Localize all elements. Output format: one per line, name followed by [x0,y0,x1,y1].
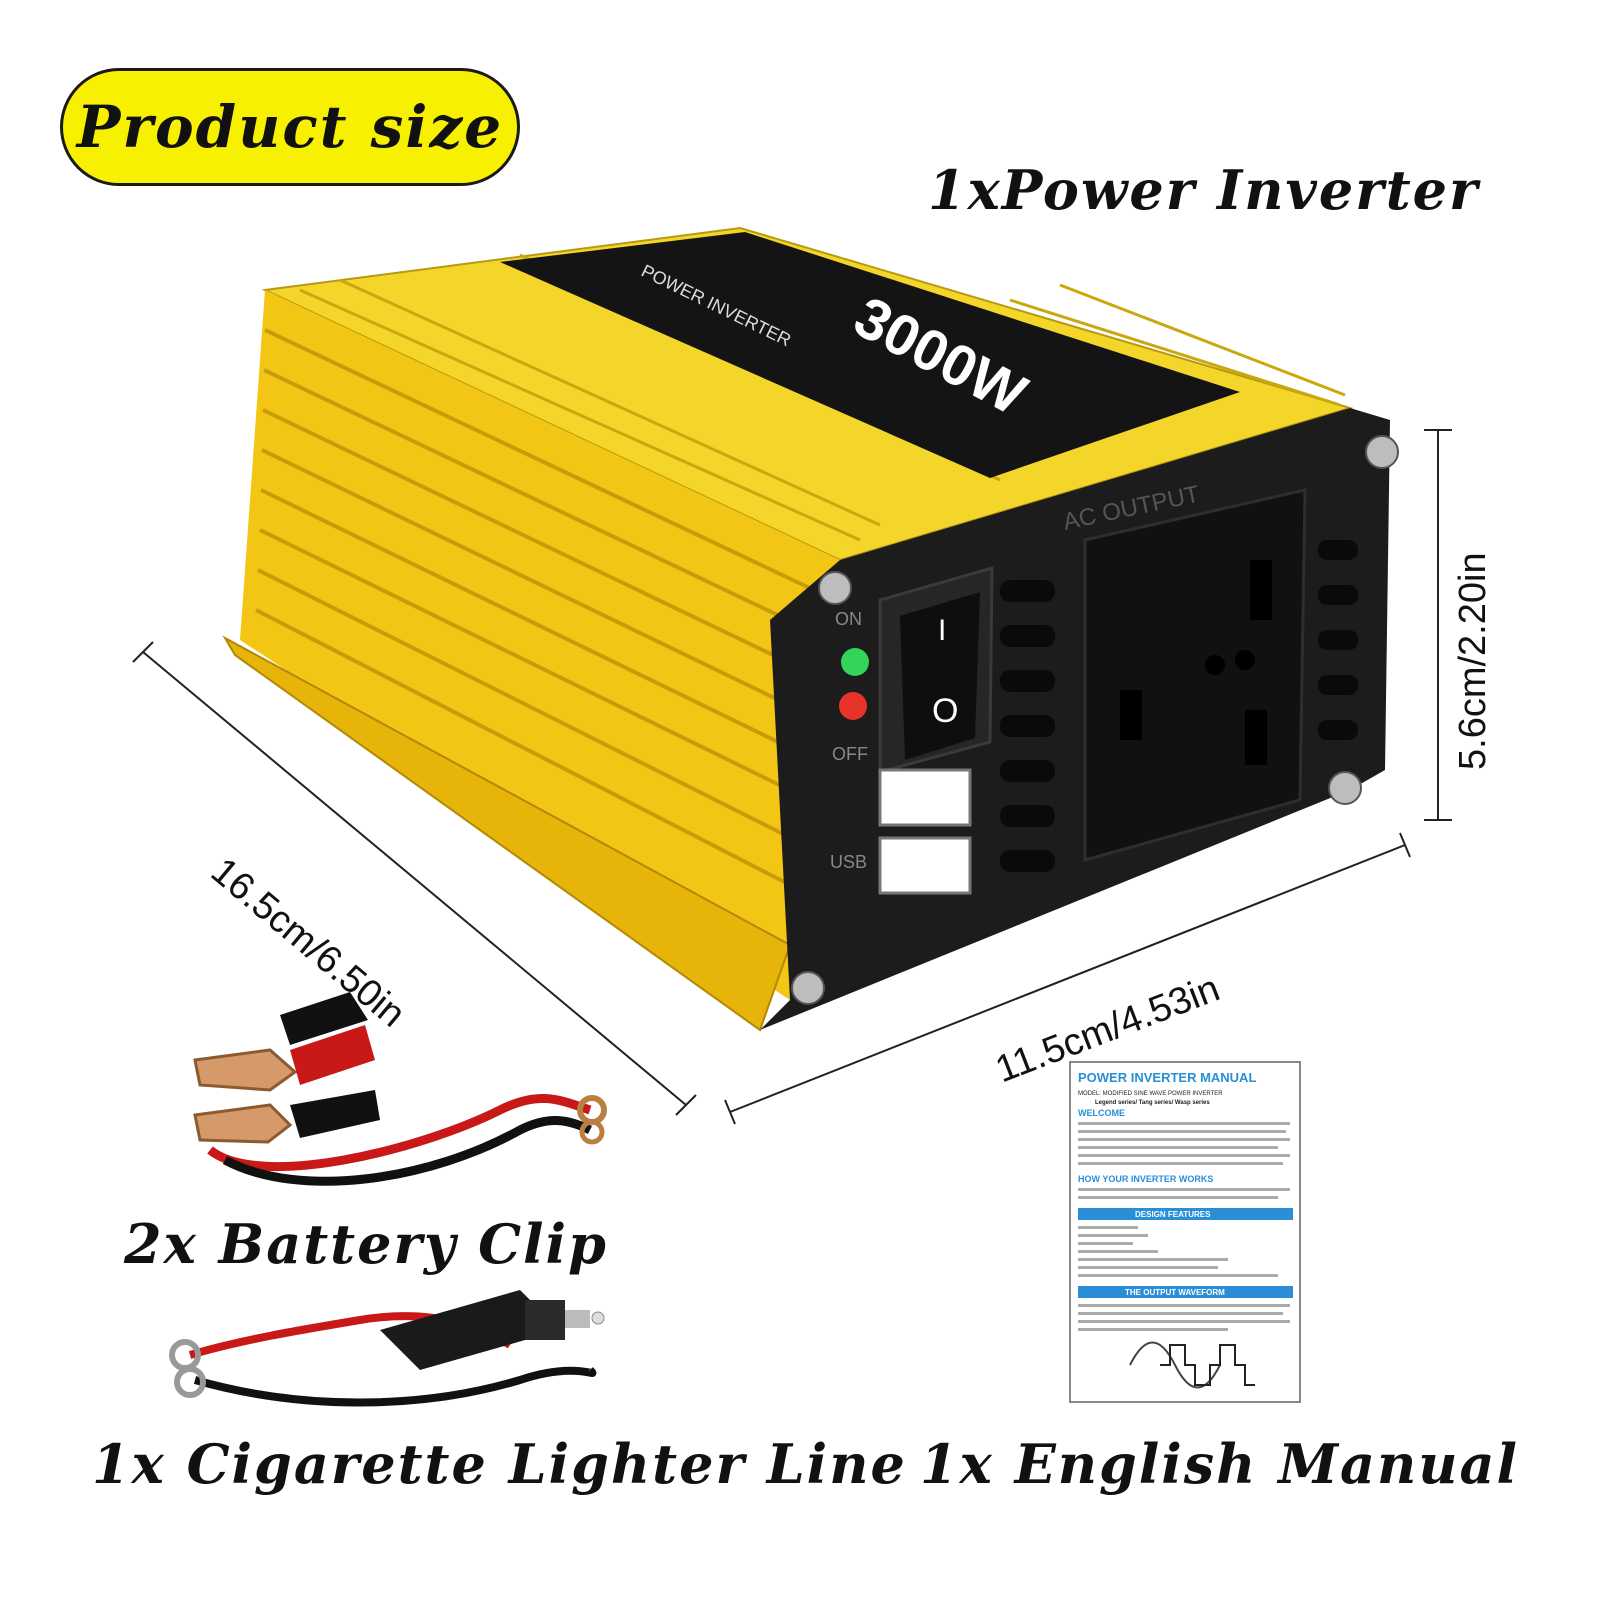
usb-port-icon [878,768,972,827]
product-size-badge: Product size [60,68,520,186]
manual-series: Legend series/ Tang series/ Wasp series [1095,1100,1210,1106]
power-inverter-image: 3000W POWER INVERTER I O [222,226,1399,1032]
manual-works: HOW YOUR INVERTER WORKS [1078,1174,1213,1184]
manual-welcome: WELCOME [1078,1108,1125,1118]
height-dimension: 5.6cm/2.20in [1452,552,1494,770]
battery-clip-image [193,992,607,1186]
inverter-label: 1xPower Inverter [928,158,1480,222]
cigarette-lighter-line-image [169,1290,605,1407]
red-led-icon [839,692,867,720]
badge-label: Product size [76,93,504,161]
switch-on-mark: I [938,614,946,647]
ac-outlet-icon [1083,488,1307,862]
switch-off-mark: O [932,692,958,730]
manual-title: POWER INVERTER MANUAL [1078,1070,1256,1085]
on-text: ON [835,609,862,629]
manual-features: DESIGN FEATURES [1135,1210,1211,1219]
usb-text: USB [830,852,867,872]
manual-waveform: THE OUTPUT WAVEFORM [1125,1288,1225,1297]
english-manual-image: POWER INVERTER MANUAL MODEL: MODIFIED SI… [1069,1061,1301,1403]
green-led-icon [841,648,869,676]
off-text: OFF [832,744,868,764]
usb-port-icon [878,836,972,895]
battery-clip-label: 2x Battery Clip [124,1212,608,1276]
cigarette-line-label: 1x Cigarette Lighter Line [92,1432,907,1496]
dimension-lines [132,429,1452,1125]
manual-label: 1x English Manual [920,1432,1520,1496]
manual-model: MODEL: MODIFIED SINE WAVE POWER INVERTER [1078,1091,1223,1097]
